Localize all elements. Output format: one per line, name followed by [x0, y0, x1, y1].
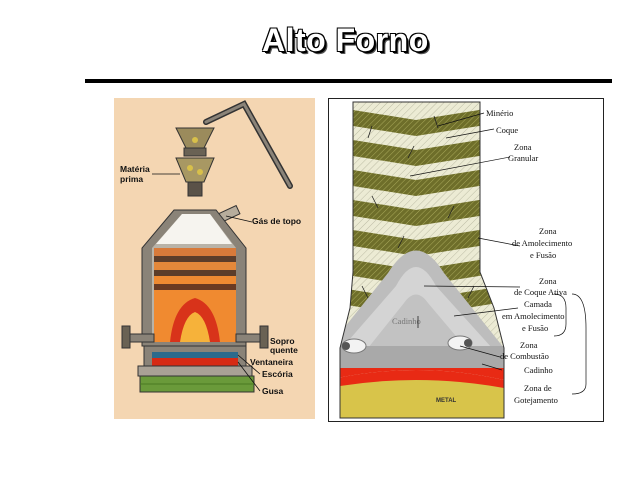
label-gas-de-topo: Gás de topo — [252, 216, 301, 226]
slide-title: Alto Forno — [262, 22, 429, 58]
burden-top — [156, 214, 232, 244]
label-camada-2: em Amolecimento — [502, 311, 565, 321]
label-zona-coque-ativa: Zona — [539, 276, 557, 286]
label-zona-coque-ativa-2: de Coque Ativa — [514, 287, 567, 297]
blast-furnace-illustration: Matéria prima Gás de topo Sopro quente V… — [114, 98, 315, 419]
label-zona-granular-2: Granular — [508, 153, 538, 163]
tuyeres — [121, 325, 269, 349]
label-ventaneira: Ventaneira — [250, 357, 293, 367]
label-sopro-quente: Sopro — [270, 336, 295, 346]
label-zona-combustao-2: de Combustão — [500, 351, 549, 361]
metal-label: METAL — [436, 398, 457, 404]
inner-faded-label: Cadinho — [392, 316, 421, 326]
combustion-zone — [340, 346, 504, 368]
label-minerio: Minério — [486, 108, 513, 118]
slag-layer — [152, 352, 238, 358]
blast-furnace-zones-diagram: Cadinho METAL Minério Coque Zona Granula… — [328, 98, 604, 422]
top-hopper-lower — [175, 157, 215, 183]
ore-layer — [340, 196, 504, 226]
label-zona-amolecimento-3: e Fusão — [530, 250, 556, 260]
label-camada-3: e Fusão — [522, 323, 548, 333]
burden-layers — [154, 248, 236, 290]
label-zona-gotejamento-2: Gotejamento — [514, 395, 558, 405]
label-materia-prima-2: prima — [120, 174, 143, 184]
leader-lines — [409, 112, 587, 395]
metal-zone — [340, 380, 504, 418]
title-divider — [85, 79, 612, 83]
hot-metal-layer — [152, 358, 238, 366]
label-cadinho: Cadinho — [524, 365, 553, 375]
gas-flow-arrows — [361, 115, 475, 328]
label-materia-prima: Matéria — [120, 164, 150, 174]
label-zona-combustao: Zona — [520, 340, 538, 350]
label-zona-amolecimento: Zona — [539, 226, 557, 236]
label-zona-amolecimento-2: de Amolecimento — [512, 238, 572, 248]
label-escoria: Escória — [262, 369, 293, 379]
ore-layer — [340, 226, 504, 256]
slag-zone — [340, 368, 504, 380]
ore-layer — [340, 166, 504, 196]
label-gusa: Gusa — [262, 386, 284, 396]
label-zona-gotejamento: Zona de — [524, 383, 552, 393]
ore-layer — [340, 106, 504, 136]
label-sopro-quente-2: quente — [270, 345, 298, 355]
label-zona-granular: Zona — [514, 142, 532, 152]
ore-layer — [340, 136, 504, 166]
label-camada: Camada — [524, 299, 552, 309]
label-coque: Coque — [496, 125, 518, 135]
